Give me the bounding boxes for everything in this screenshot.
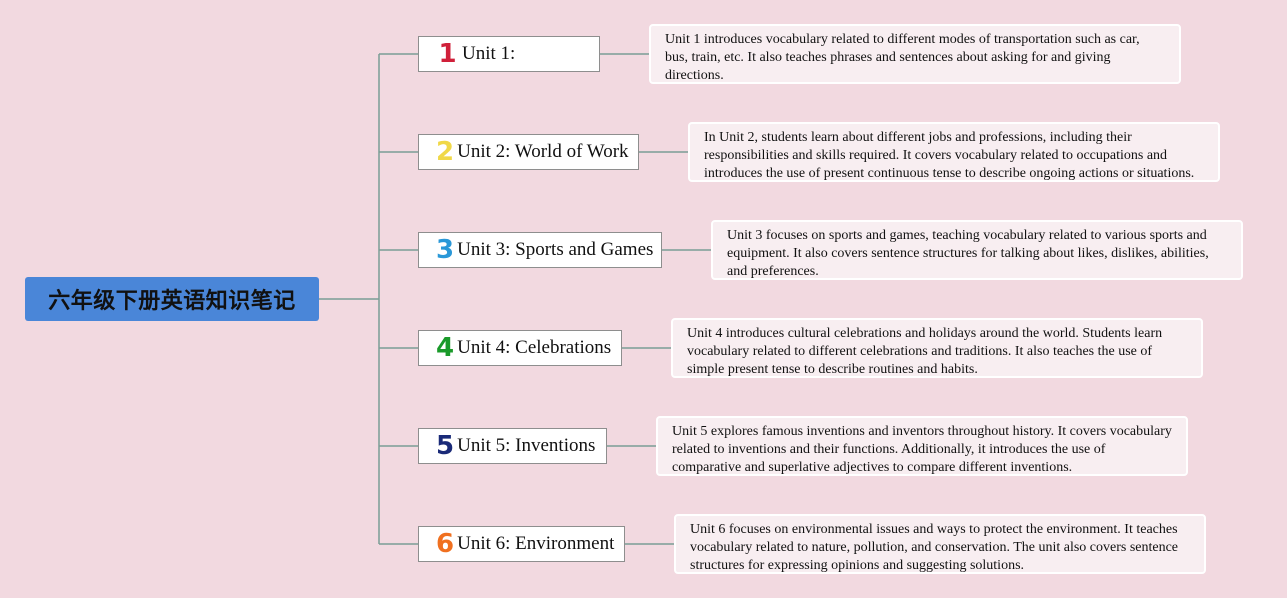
unit-description-box-1[interactable]: Unit 1 introduces vocabulary related to … [649, 24, 1181, 84]
unit-number-6: 6 [436, 529, 455, 559]
unit-description-6: Unit 6 focuses on environmental issues a… [690, 522, 1179, 573]
unit-title-6: Unit 6: Environment [457, 533, 615, 554]
unit-description-box-6[interactable]: Unit 6 focuses on environmental issues a… [674, 514, 1206, 574]
unit-description-box-2[interactable]: In Unit 2, students learn about differen… [688, 122, 1220, 182]
unit-title-5: Unit 5: Inventions [457, 435, 596, 456]
unit-description-2: In Unit 2, students learn about differen… [704, 130, 1195, 181]
unit-title-3: Unit 3: Sports and Games [457, 239, 654, 260]
unit-number-1: 1 [438, 39, 457, 69]
unit-number-2: 2 [436, 137, 455, 167]
unit-description-4: Unit 4 introduces cultural celebrations … [687, 326, 1163, 377]
root-topic[interactable]: 六年级下册英语知识笔记 [25, 277, 319, 321]
unit-number-3: 3 [436, 235, 455, 265]
unit-title-2: Unit 2: World of Work [457, 141, 629, 162]
unit-number-5: 5 [436, 431, 455, 461]
unit-description-5: Unit 5 explores famous inventions and in… [672, 424, 1172, 475]
unit-title-1: Unit 1: [462, 43, 516, 64]
unit-description-box-4[interactable]: Unit 4 introduces cultural celebrations … [671, 318, 1203, 378]
unit-description-3: Unit 3 focuses on sports and games, teac… [727, 228, 1209, 279]
unit-number-4: 4 [436, 333, 455, 363]
unit-description-box-3[interactable]: Unit 3 focuses on sports and games, teac… [711, 220, 1243, 280]
unit-description-box-5[interactable]: Unit 5 explores famous inventions and in… [656, 416, 1188, 476]
unit-title-4: Unit 4: Celebrations [457, 337, 612, 358]
root-title: 六年级下册英语知识笔记 [48, 289, 296, 314]
unit-description-1: Unit 1 introduces vocabulary related to … [665, 32, 1140, 83]
